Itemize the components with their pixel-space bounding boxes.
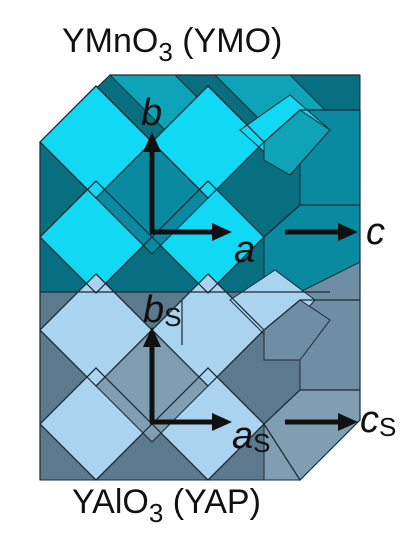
yap-a-label: aS xyxy=(232,415,270,458)
yap-a-arrowhead xyxy=(212,413,232,431)
yap-b-label: bS xyxy=(143,289,181,332)
edge-lines xyxy=(39,74,361,481)
ymo-axes xyxy=(143,132,358,241)
ymo-title: YMnO3 (YMO) xyxy=(62,22,282,67)
yap-layer xyxy=(39,260,361,482)
ymo-b-label: b xyxy=(141,92,162,134)
ymo-c-label: c xyxy=(366,211,385,253)
ymo-a-arrowhead xyxy=(212,223,232,241)
yap-c-arrowhead xyxy=(338,413,358,431)
yap-b-arrowhead xyxy=(143,327,161,347)
yap-c-label: cS xyxy=(360,399,396,442)
ymo-b-arrowhead xyxy=(143,132,161,152)
ymo-c-arrowhead xyxy=(338,223,358,241)
yap-axes xyxy=(143,327,358,431)
ymo-a-label: a xyxy=(234,229,255,271)
yap-title: YAlO3 (YAP) xyxy=(72,483,261,528)
ymo-layer xyxy=(38,74,361,294)
